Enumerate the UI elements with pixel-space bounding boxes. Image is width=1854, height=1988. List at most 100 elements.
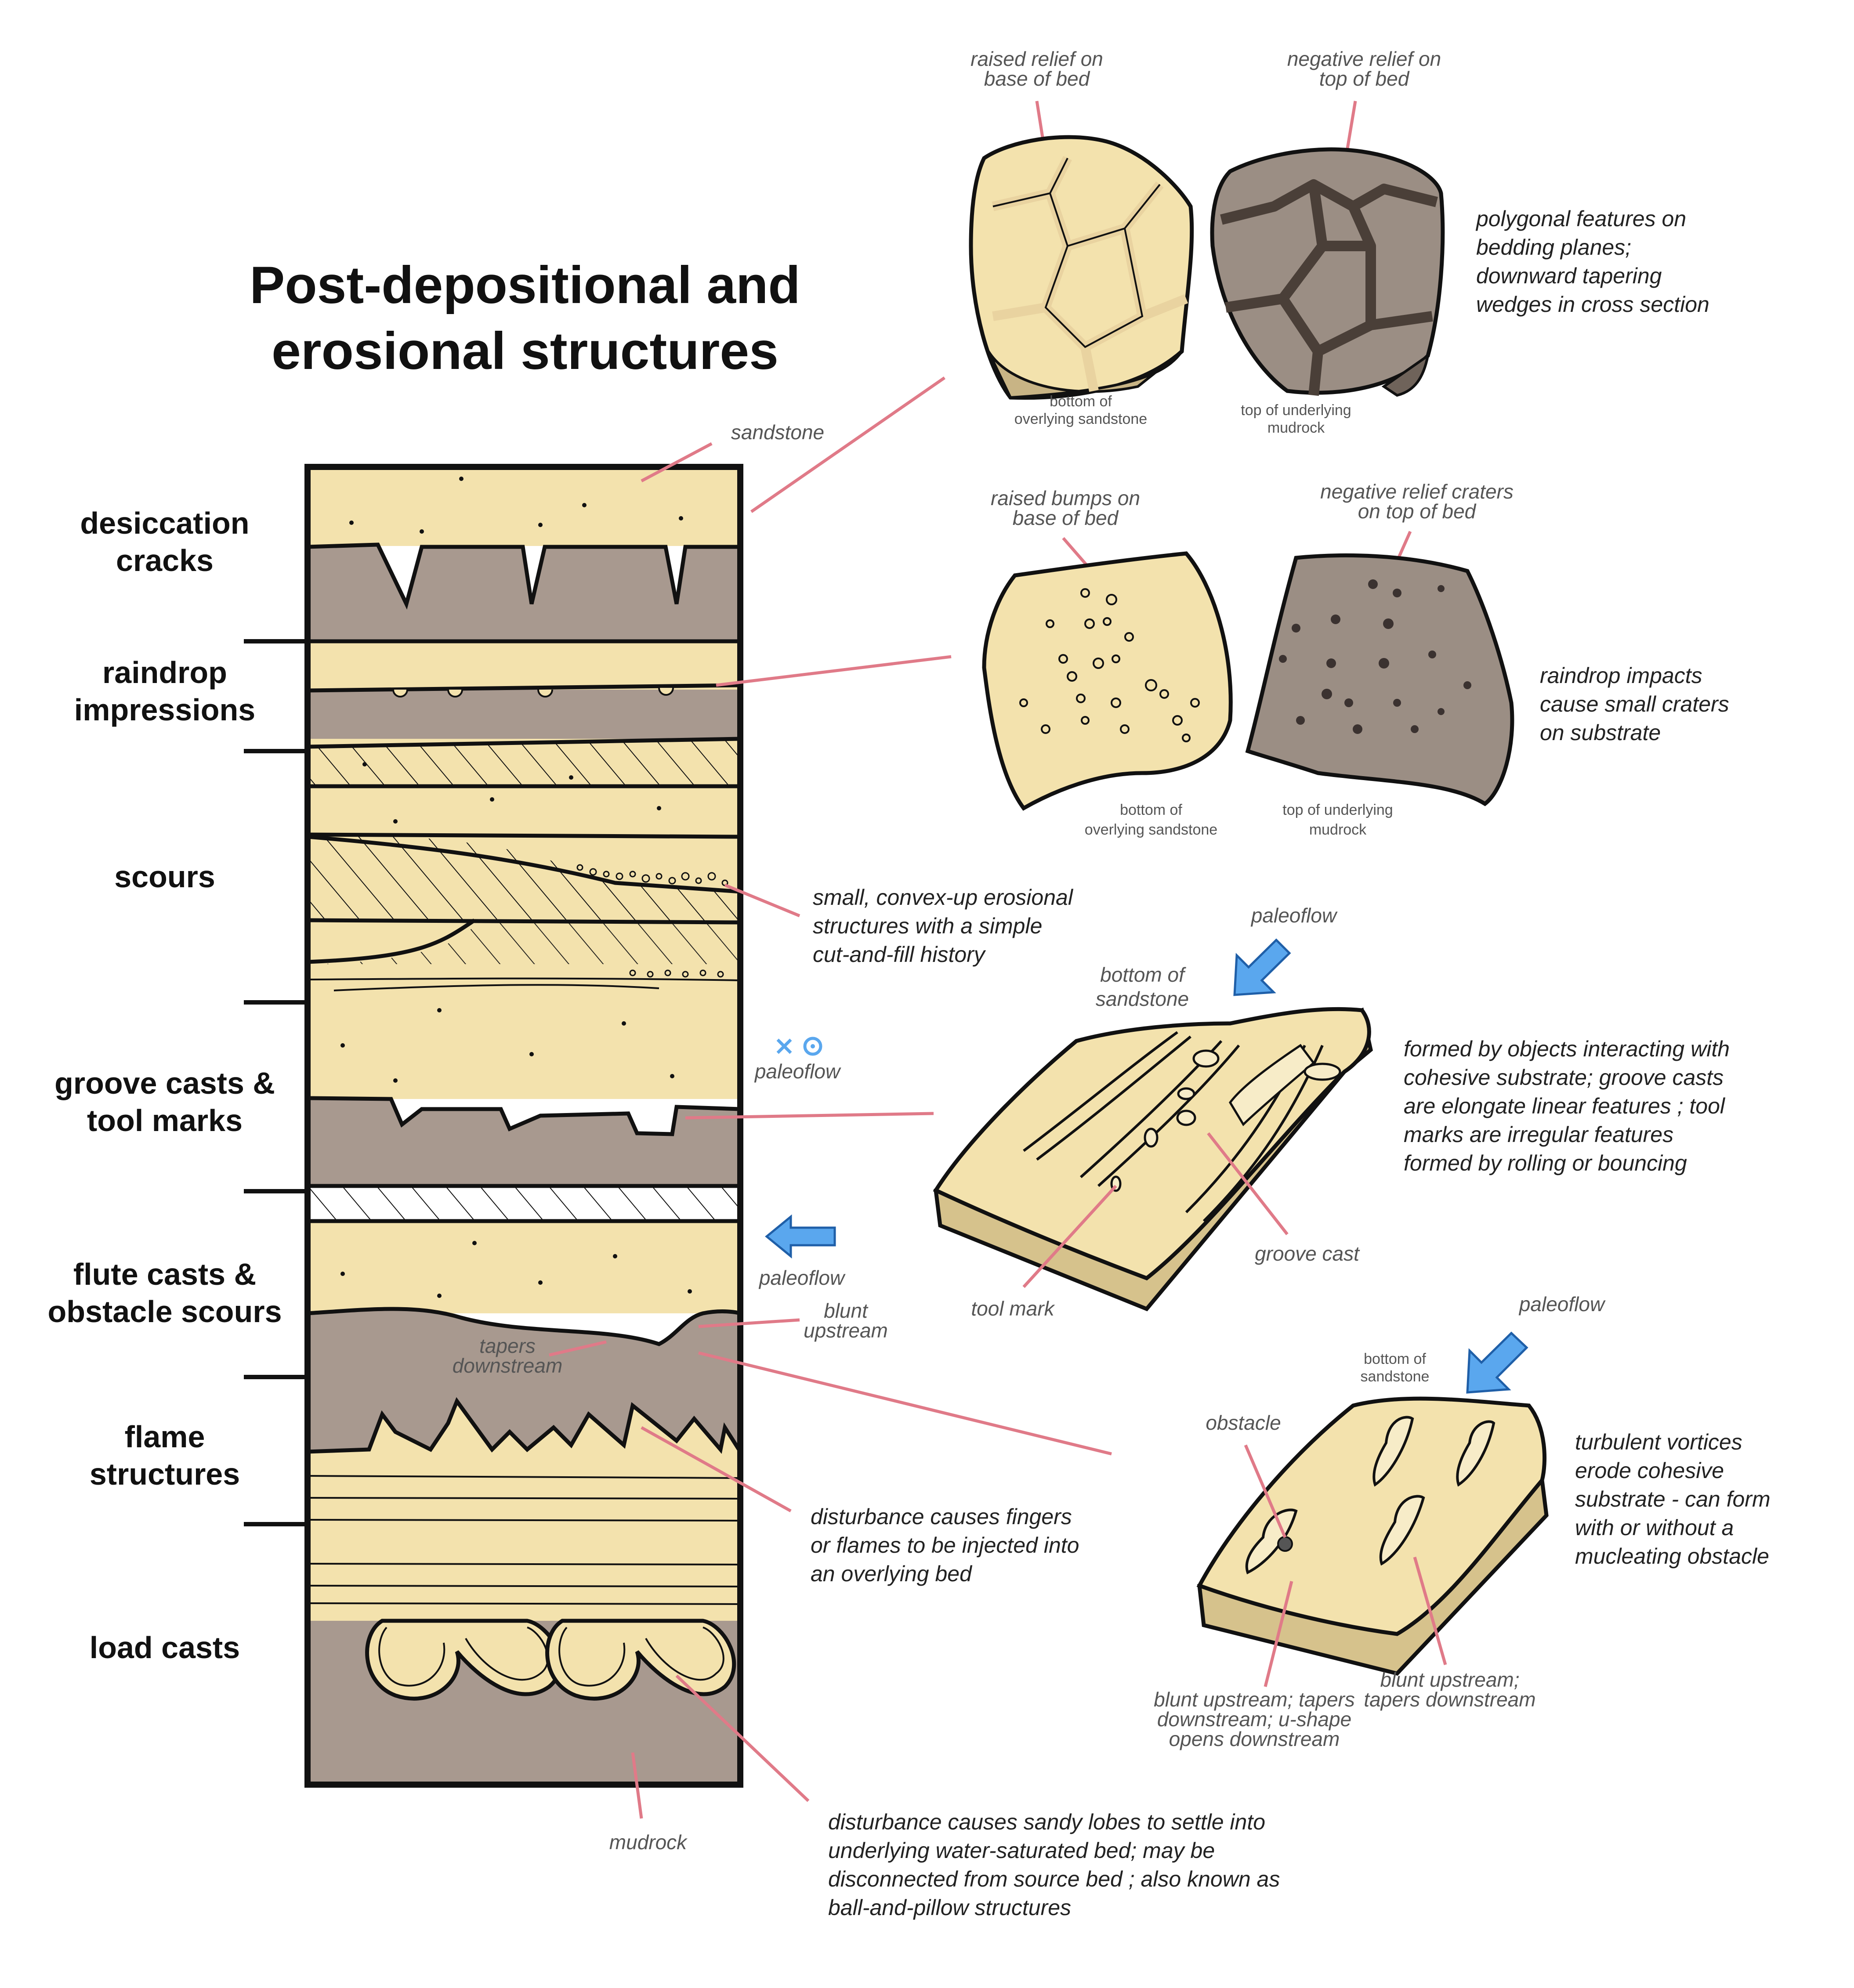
unit-label-groove-1: groove casts & xyxy=(54,1066,275,1100)
flute-bottom-label-2: sandstone xyxy=(1361,1368,1430,1385)
flame-desc-3: an overlying bed xyxy=(811,1561,973,1586)
desiccation-top-label-1: top of underlying xyxy=(1241,402,1351,419)
sand-grains xyxy=(340,477,692,1298)
desiccation-raised-label-2: base of bed xyxy=(984,67,1090,90)
raindrop-raised-label-1: raised bumps on xyxy=(991,487,1140,510)
groove-description: formed by objects interacting with cohes… xyxy=(1404,1037,1730,1175)
mudrock-label: mudrock xyxy=(609,1831,688,1854)
desiccation-desc-2: bedding planes; xyxy=(1476,235,1631,260)
raindrop-description: raindrop impacts cause small craters on … xyxy=(1540,663,1729,745)
raindrop-desc-2: cause small craters xyxy=(1540,692,1729,716)
flame-desc-1: disturbance causes fingers xyxy=(811,1504,1072,1529)
obstacle-label: obstacle xyxy=(1206,1411,1281,1434)
unit-label-load: load casts xyxy=(90,1630,240,1665)
desiccation-sandstone xyxy=(308,467,740,546)
scours-desc-2: structures with a simple xyxy=(813,914,1042,938)
desiccation-inset: raised relief on base of bed negative re… xyxy=(750,47,1709,513)
unit-label-raindrop-1: raindrop xyxy=(102,655,227,690)
flame-annotation: disturbance causes fingers or flames to … xyxy=(641,1426,1079,1586)
sandstone-label: sandstone xyxy=(731,421,824,444)
load-annotation: disturbance causes sandy lobes to settle… xyxy=(675,1674,1280,1920)
title-line-1: Post-depositional and xyxy=(250,256,800,314)
raindrop-desc-3: on substrate xyxy=(1540,720,1661,745)
load-desc-4: ball-and-pillow structures xyxy=(828,1895,1071,1920)
scours-annotation: small, convex-up erosional structures wi… xyxy=(724,883,1074,967)
flute-blunt-b-2: tapers downstream xyxy=(1364,1688,1535,1711)
column-side-labels: sandstone mudrock paleoflow paleoflow ta… xyxy=(453,421,888,1854)
stratigraphic-column xyxy=(244,464,743,1788)
raindrop-top-label-1: top of underlying xyxy=(1282,802,1393,818)
unit-label-scours: scours xyxy=(114,860,215,894)
flute-bottom-label-1: bottom of xyxy=(1364,1351,1426,1367)
raindrop-desc-1: raindrop impacts xyxy=(1540,663,1702,688)
groove-desc-3: are elongate linear features ; tool xyxy=(1404,1094,1726,1118)
unit-label-flame-2: structures xyxy=(90,1457,240,1491)
paleoflow-cross-label: paleoflow xyxy=(754,1060,841,1083)
flame-desc-2: or flames to be injected into xyxy=(811,1533,1079,1558)
raindrop-bottom-label-2: overlying sandstone xyxy=(1085,821,1217,838)
load-desc-3: disconnected from source bed ; also know… xyxy=(828,1867,1280,1891)
unit-label-desiccation-1: desiccation xyxy=(80,506,249,540)
desiccation-bottom-label-2: overlying sandstone xyxy=(1014,411,1147,427)
tapers-label-1: tapers xyxy=(479,1334,536,1357)
desiccation-desc-4: wedges in cross section xyxy=(1476,292,1709,317)
flute-blunt-a-2: downstream; u-shape xyxy=(1157,1708,1351,1731)
flute-description: turbulent vortices erode cohesive substr… xyxy=(1575,1430,1771,1569)
title-line-2: erosional structures xyxy=(272,322,779,380)
desiccation-top-label-2: mudrock xyxy=(1267,419,1325,436)
flute-paleoflow-label: paleoflow xyxy=(1518,1293,1606,1316)
desiccation-bottom-label-1: bottom of xyxy=(1050,393,1112,410)
tool-mark-label: tool mark xyxy=(971,1297,1055,1320)
load-desc-2: underlying water-saturated bed; may be xyxy=(828,1838,1215,1863)
flute-desc-2: erode cohesive xyxy=(1575,1458,1724,1483)
groove-paleoflow-label: paleoflow xyxy=(1250,904,1338,927)
paleoflow-out-of-page-icon xyxy=(776,1037,822,1056)
groove-desc-2: cohesive substrate; groove casts xyxy=(1404,1065,1724,1090)
flute-marks xyxy=(1245,1416,1496,1575)
raindrop-top-label-2: mudrock xyxy=(1309,821,1367,838)
unit-label-groove-2: tool marks xyxy=(87,1103,243,1138)
column-outline xyxy=(304,464,743,1788)
groove-cast-label: groove cast xyxy=(1255,1242,1360,1265)
flute-blunt-b-1: blunt upstream; xyxy=(1380,1668,1519,1691)
groove-paleoflow-arrow-icon xyxy=(1233,938,1291,996)
flute-paleoflow-arrow-icon xyxy=(1466,1331,1528,1394)
flute-blunt-a-1: blunt upstream; tapers xyxy=(1154,1688,1355,1711)
flute-inset: paleoflow bottom of sandstone obstacle b… xyxy=(698,1293,1771,1750)
paleoflow-left-arrow-icon xyxy=(765,1214,836,1259)
unit-label-flame-1: flame xyxy=(125,1420,205,1454)
raindrop-bottom-label-1: bottom of xyxy=(1120,802,1182,818)
groove-desc-5: formed by rolling or bouncing xyxy=(1404,1151,1687,1175)
raindrop-raised-label-2: base of bed xyxy=(1013,506,1119,529)
raindrop-inset: raised bumps on base of bed negative rel… xyxy=(716,480,1729,838)
groove-bottom-label-1: bottom of xyxy=(1100,963,1186,986)
paleoflow-arrow-label: paleoflow xyxy=(758,1266,846,1289)
unit-label-raindrop-2: impressions xyxy=(74,693,255,727)
flute-desc-3: substrate - can form xyxy=(1575,1487,1771,1511)
groove-bottom-label-2: sandstone xyxy=(1096,987,1189,1010)
raindrop-mudrock xyxy=(308,690,740,739)
load-cast-lobes xyxy=(365,1619,736,1701)
obstacle-icon xyxy=(1277,1536,1293,1552)
desiccation-raised-label-1: raised relief on xyxy=(970,47,1103,70)
raindrop-negative-label-1: negative relief craters xyxy=(1320,480,1514,503)
blunt-label-1: blunt xyxy=(824,1299,869,1322)
raindrop-bumps xyxy=(1019,588,1200,742)
desiccation-negative-label-1: negative relief on xyxy=(1287,47,1441,70)
desiccation-desc-3: downward tapering xyxy=(1476,264,1662,288)
desiccation-desc-1: polygonal features on xyxy=(1475,206,1686,231)
load-desc-1: disturbance causes sandy lobes to settle… xyxy=(828,1810,1265,1834)
unit-labels: desiccation cracks raindrop impressions … xyxy=(48,506,282,1665)
flute-desc-1: turbulent vortices xyxy=(1575,1430,1742,1454)
title: Post-depositional and erosional structur… xyxy=(250,256,800,380)
desiccation-mudrock xyxy=(308,545,740,641)
groove-desc-4: marks are irregular features xyxy=(1404,1122,1673,1147)
groove-desc-1: formed by objects interacting with xyxy=(1404,1037,1730,1061)
tapers-label-2: downstream xyxy=(453,1354,563,1377)
flute-desc-5: mucleating obstacle xyxy=(1575,1544,1769,1569)
desiccation-negative-label-2: top of bed xyxy=(1319,67,1410,90)
unit-label-flute-2: obstacle scours xyxy=(48,1294,282,1329)
flute-desc-4: with or without a xyxy=(1575,1515,1734,1540)
scours-desc-1: small, convex-up erosional xyxy=(813,885,1074,910)
